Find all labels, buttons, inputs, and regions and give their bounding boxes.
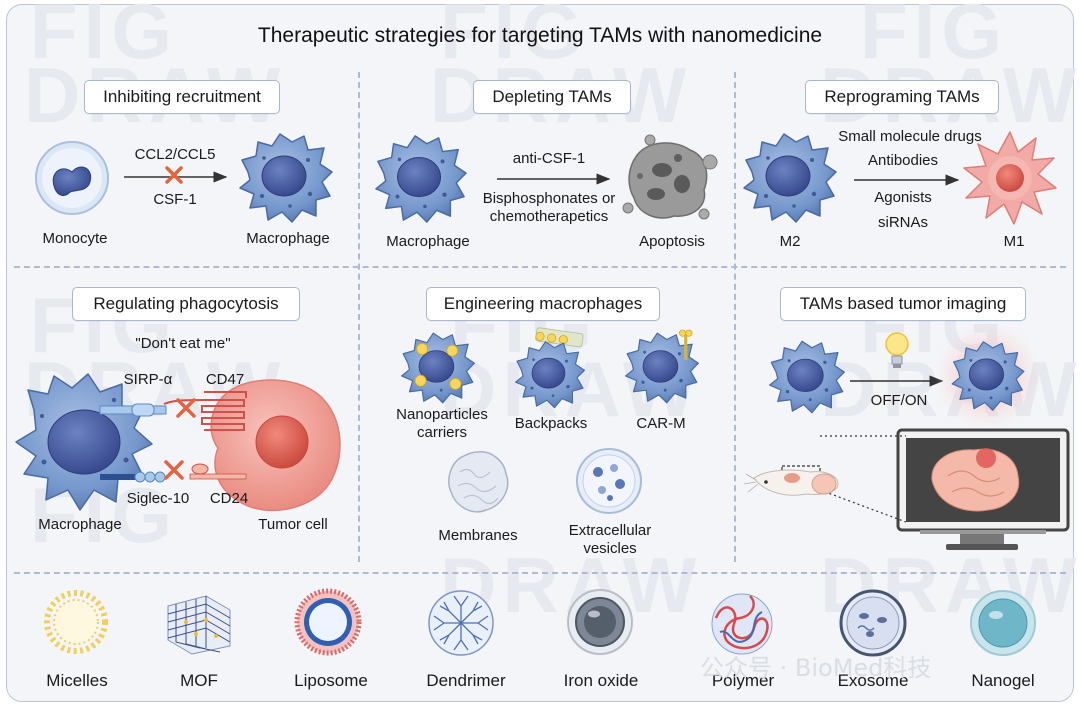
label-membranes: Membranes: [438, 527, 518, 544]
arrow-imaging: [850, 375, 944, 387]
label-small-molecule-drugs: Small molecule drugs: [838, 128, 982, 145]
label-exosome: Exosome: [837, 671, 909, 690]
label-siglec-10: Siglec-10: [126, 490, 190, 507]
polymer-icon: [711, 593, 773, 655]
label-ccl2-ccl5: CCL2/CCL5: [134, 146, 216, 163]
heading-tams-based-tumor-imaging: TAMs based tumor imaging: [780, 287, 1026, 321]
nanogel-icon: [970, 590, 1036, 656]
label-cd47: CD47: [205, 371, 245, 388]
dendrimer-icon: [428, 590, 494, 656]
label-bisphosphonates: Bisphosphonates or: [482, 190, 616, 207]
label-mof: MOF: [180, 671, 218, 690]
figure-title: Therapeutic strategies for targeting TAM…: [257, 24, 823, 47]
macrophage-icon-1: [239, 133, 333, 223]
m1-macrophage-icon: [963, 131, 1057, 225]
divider-col1: [358, 72, 360, 562]
imaging-macrophage-off-icon: [769, 340, 845, 414]
micelle-icon: [44, 590, 108, 654]
extracellular-vesicle-icon: [576, 448, 642, 514]
label-apoptosis: Apoptosis: [639, 233, 705, 250]
light-bulb-icon: [885, 332, 909, 368]
heading-regulating-phagocytosis: Regulating phagocytosis: [72, 287, 300, 321]
label-monocyte: Monocyte: [42, 230, 108, 247]
credit-watermark: 公众号 · BioMed科技: [700, 654, 932, 682]
label-off-on: OFF/ON: [870, 392, 928, 409]
heading-engineering-macrophages: Engineering macrophages: [426, 287, 660, 321]
label-iron-oxide: Iron oxide: [563, 671, 639, 690]
divider-col2: [734, 72, 736, 562]
label-sirnas: siRNAs: [877, 214, 928, 231]
label-sirp-alpha: SIRP-α: [123, 371, 173, 388]
heading-depleting-tams: Depleting TAMs: [473, 80, 631, 114]
divider-row2: [14, 572, 1066, 574]
label-nanoparticles-carriers: Nanoparticles carriers: [396, 406, 488, 441]
liposome-icon: [294, 588, 362, 656]
heading-reprograming-tams: Reprograming TAMs: [805, 80, 999, 114]
inhibit-cross-icon: [165, 166, 183, 184]
monocyte-icon: [35, 141, 109, 215]
arrow-reprogramming: [854, 174, 960, 186]
mof-icon: [167, 595, 231, 655]
apoptotic-cell-icon: [622, 134, 718, 220]
label-dendrimer: Dendrimer: [426, 671, 506, 690]
m2-macrophage-icon: [743, 133, 837, 223]
label-m1: M1: [1003, 233, 1025, 250]
divider-row1: [14, 266, 1066, 268]
arrow-depletion: [497, 173, 611, 185]
label-csf1: CSF-1: [153, 191, 197, 208]
label-polymer: Polymer: [711, 671, 775, 690]
phagocytosis-illustration: [15, 373, 341, 512]
car-m-macrophage-icon: [624, 329, 700, 404]
macrophage-icon-2: [375, 135, 467, 223]
imaging-macrophage-on-icon: [934, 322, 1042, 430]
iron-oxide-icon: [567, 589, 633, 655]
nanoparticle-carrier-macrophage-icon: [400, 332, 476, 404]
mouse-imaging-illustration: [743, 428, 1070, 550]
label-cd24: CD24: [209, 490, 249, 507]
label-extracellular-vesicles: Extracellular vesicles: [568, 522, 652, 557]
label-agonists: Agonists: [874, 189, 932, 206]
label-anti-csf1: anti-CSF-1: [512, 150, 586, 167]
label-micelles: Micelles: [46, 671, 108, 690]
exosome-icon: [839, 589, 907, 657]
label-dont-eat-me: "Don't eat me": [135, 335, 231, 352]
label-macrophage-2: Macrophage: [386, 233, 470, 250]
backpack-macrophage-icon: [514, 327, 586, 409]
membrane-icon: [448, 451, 509, 513]
label-tumor-cell: Tumor cell: [258, 516, 328, 533]
label-chemotherapetics: chemotherapetics: [489, 208, 609, 225]
label-macrophage-1: Macrophage: [246, 230, 330, 247]
label-liposome: Liposome: [294, 671, 368, 690]
label-macrophage-3: Macrophage: [38, 516, 122, 533]
label-nanogel: Nanogel: [971, 671, 1035, 690]
label-m2: M2: [779, 233, 801, 250]
label-antibodies: Antibodies: [867, 152, 939, 169]
heading-inhibiting-recruitment: Inhibiting recruitment: [84, 80, 280, 114]
label-car-m: CAR-M: [636, 415, 686, 432]
label-backpacks: Backpacks: [514, 415, 588, 432]
